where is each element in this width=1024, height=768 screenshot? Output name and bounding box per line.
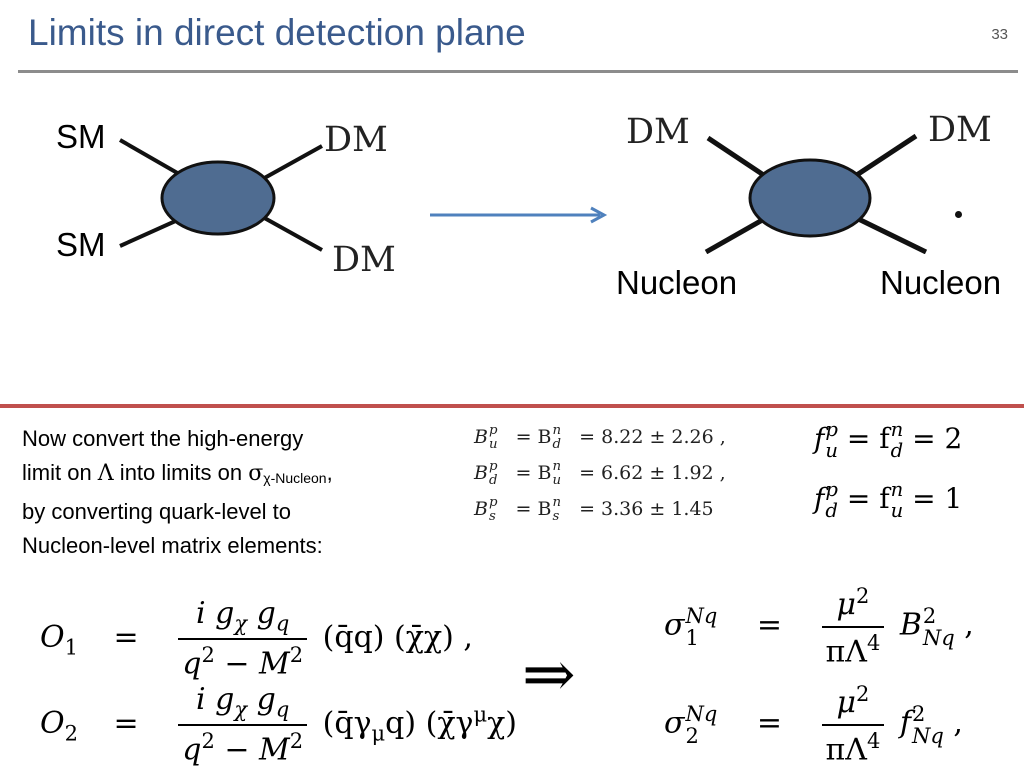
cross-section-fraction: μ2 πΛ4 <box>821 682 885 767</box>
sm-top-label: SM <box>56 118 106 155</box>
cross-section-fraction: μ2 πΛ4 <box>821 584 885 669</box>
scattering-diagram <box>704 133 928 254</box>
slide-number: 33 <box>991 26 1008 43</box>
interaction-blob <box>748 158 872 238</box>
dm-bottom-label: DM <box>332 240 396 280</box>
right-arrow-icon <box>430 206 608 224</box>
text-line-3: by converting quark-level to <box>22 499 292 524</box>
operator-2: O2 = i gχ gq q2 − M2 (q̄γμq) (χ̄γμχ) <box>40 682 517 768</box>
dm-left-label: DM <box>626 112 690 152</box>
title-divider <box>18 70 1018 73</box>
text-line-2: limit on Λ into limits on σχ-Nucleon, <box>22 460 333 486</box>
interaction-blob <box>160 160 276 236</box>
text-line-4: Nucleon-level matrix elements: <box>22 533 323 558</box>
operator-1: O1 = i gχ gq q2 − M2 (q̄q) (χ̄χ) , <box>40 596 473 682</box>
dm-top-label: DM <box>324 120 388 160</box>
section-divider <box>0 404 1024 408</box>
dot-mark <box>955 211 962 218</box>
slide-title: Limits in direct detection plane <box>28 12 526 53</box>
nucleon-right-label: Nucleon <box>880 264 1002 301</box>
implies-icon: ⇒ <box>522 638 576 712</box>
nucleon-left-label: Nucleon <box>616 264 738 301</box>
sm-bottom-label: SM <box>56 226 106 263</box>
explanation-text: Now convert the high-energy limit on Λ i… <box>22 422 442 563</box>
dm-right-label: DM <box>928 110 992 150</box>
operator-fraction: i gχ gq q2 − M2 <box>178 682 308 768</box>
operator-fraction: i gχ gq q2 − M2 <box>178 596 308 682</box>
text-line-1: Now convert the high-energy <box>22 426 304 451</box>
annihilation-diagram <box>119 138 323 252</box>
